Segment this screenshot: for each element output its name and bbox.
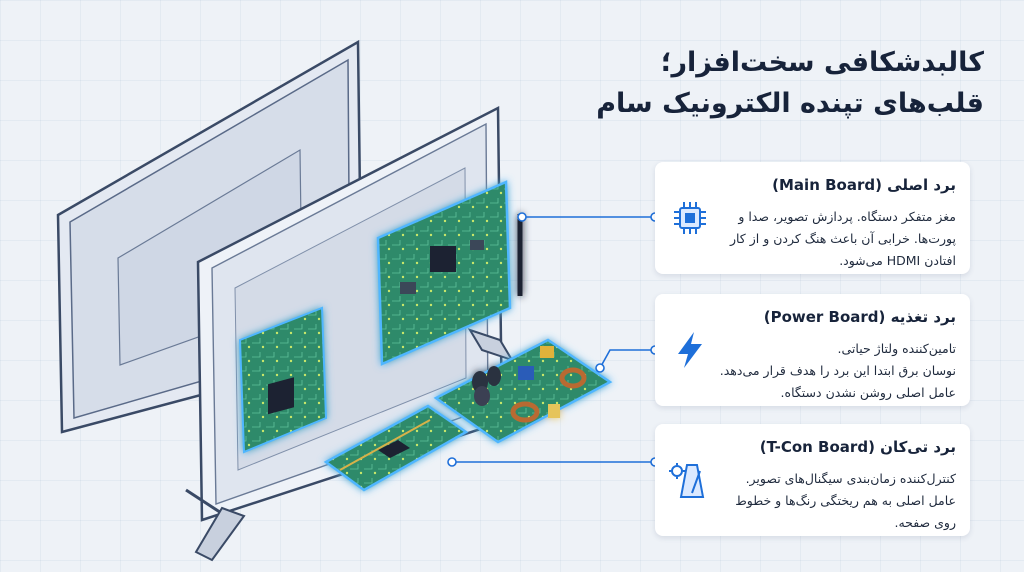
- card-tcon-board: برد تی‌کان (T-Con Board) کنترل‌کننده زما…: [655, 424, 970, 536]
- card-heading: برد اصلی (Main Board): [772, 176, 956, 194]
- card-desc-line: عامل اصلی روشن نشدن دستگاه.: [780, 385, 956, 400]
- title-line-1: کالبدشکافی سخت‌افزار؛: [660, 47, 984, 78]
- card-desc-line: تامین‌کننده ولتاژ حیاتی.: [837, 341, 956, 356]
- chip-icon: [674, 202, 706, 234]
- title-line-2: قلب‌های تپنده الکترونیک سام: [596, 88, 984, 119]
- card-heading: برد تی‌کان (T-Con Board): [759, 438, 956, 456]
- lightning-icon: [678, 332, 702, 368]
- metronome-gear-icon: [669, 463, 705, 498]
- card-desc-line: عامل اصلی به هم ریختگی رنگ‌ها و خطوط: [735, 493, 956, 508]
- card-description: تامین‌کننده ولتاژ حیاتی. نوسان برق ابتدا…: [706, 338, 956, 404]
- main-board-illustration: [376, 180, 523, 366]
- card-heading: برد تغذیه (Power Board): [763, 308, 956, 326]
- card-main-board: برد اصلی (Main Board) مغز متفکر دستگاه. …: [655, 162, 970, 274]
- card-desc-line: نوسان برق ابتدا این برد را هدف قرار می‌د…: [719, 363, 956, 378]
- card-description: کنترل‌کننده زمان‌بندی سیگنال‌های تصویر. …: [706, 468, 956, 534]
- card-desc-line: پورت‌ها. خرابی آن باعث هنگ کردن و از کار: [729, 231, 956, 246]
- card-description: مغز متفکر دستگاه. پردازش تصویر، صدا و پو…: [706, 206, 956, 272]
- page-title: کالبدشکافی سخت‌افزار؛ قلب‌های تپنده الکت…: [564, 42, 984, 124]
- card-power-board: برد تغذیه (Power Board) تامین‌کننده ولتا…: [655, 294, 970, 406]
- card-desc-line: کنترل‌کننده زمان‌بندی سیگنال‌های تصویر.: [745, 471, 956, 486]
- card-desc-line: مغز متفکر دستگاه. پردازش تصویر، صدا و: [738, 209, 956, 224]
- left-board: [238, 306, 328, 454]
- card-desc-line: افتادن HDMI می‌شود.: [839, 253, 956, 268]
- tcon-board-illustration: [323, 404, 469, 492]
- card-desc-line: روی صفحه.: [894, 515, 956, 530]
- power-board-illustration: [433, 338, 613, 444]
